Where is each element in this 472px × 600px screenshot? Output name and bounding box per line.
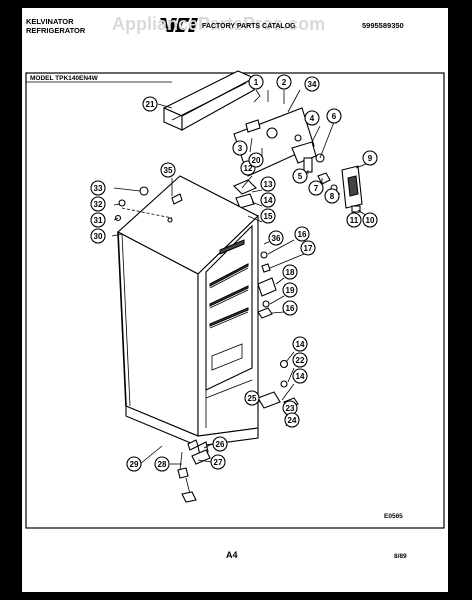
callout-29: 29	[126, 456, 142, 472]
callout-4: 4	[304, 110, 320, 126]
svg-text:20: 20	[252, 156, 261, 165]
callout-8: 8	[324, 188, 340, 204]
callout-32: 32	[90, 196, 106, 212]
page-number: A4	[226, 550, 238, 560]
callout-25: 25	[244, 390, 260, 406]
svg-text:26: 26	[216, 440, 225, 449]
svg-text:28: 28	[158, 460, 167, 469]
svg-text:7: 7	[314, 184, 319, 193]
brand-line-2: REFRIGERATOR	[26, 26, 86, 35]
callout-30: 30	[90, 228, 106, 244]
svg-text:21: 21	[146, 100, 155, 109]
svg-text:14: 14	[296, 372, 305, 381]
parts-sheet: KELVINATOR REFRIGERATOR AppliancePartsPr…	[22, 8, 448, 592]
callout-13: 13	[260, 176, 276, 192]
revision-date: 8/89	[394, 553, 407, 560]
callout-7: 7	[308, 180, 324, 196]
hinge-cover-part	[162, 70, 256, 131]
svg-text:11: 11	[350, 216, 359, 225]
callout-31: 31	[90, 212, 106, 228]
callout-28: 28	[154, 456, 170, 472]
svg-text:25: 25	[248, 394, 257, 403]
callout-36: 36	[268, 230, 284, 246]
svg-text:8: 8	[330, 192, 335, 201]
svg-text:24: 24	[288, 416, 297, 425]
svg-text:14: 14	[296, 340, 305, 349]
svg-text:10: 10	[366, 216, 375, 225]
exploded-parts-diagram: KELVINATOR REFRIGERATOR AppliancePartsPr…	[25, 14, 445, 560]
cabinet-shell	[117, 175, 259, 447]
catalog-title: FACTORY PARTS CATALOG	[202, 23, 296, 30]
svg-text:4: 4	[310, 114, 315, 123]
svg-text:34: 34	[308, 80, 317, 89]
svg-text:22: 22	[296, 356, 305, 365]
svg-text:27: 27	[214, 458, 223, 467]
catalog-number: 5995589350	[362, 21, 404, 30]
figure-code: E0565	[384, 513, 403, 520]
callout-9: 9	[362, 150, 378, 166]
callout-20: 20	[248, 152, 264, 168]
callout-26: 26	[212, 436, 228, 452]
callout-2: 2	[276, 74, 292, 90]
callout-35: 35	[160, 162, 176, 178]
callout-5: 5	[292, 168, 308, 184]
callout-10: 10	[362, 212, 378, 228]
callout-6: 6	[326, 108, 342, 124]
callout-24: 24	[284, 412, 300, 428]
svg-text:9: 9	[368, 154, 373, 163]
callout-14: 14	[260, 192, 276, 208]
svg-text:18: 18	[286, 268, 295, 277]
brand-line-1: KELVINATOR	[26, 17, 74, 26]
callout-33: 33	[90, 180, 106, 196]
callout-3: 3	[232, 140, 248, 156]
svg-text:19: 19	[286, 286, 295, 295]
svg-text:35: 35	[164, 166, 173, 175]
watermark: AppliancePartsPros.com	[112, 14, 325, 34]
svg-text:33: 33	[94, 184, 103, 193]
callout-19: 19	[282, 282, 298, 298]
callout-16: 16	[294, 226, 310, 242]
callout-1: 1	[248, 74, 264, 90]
svg-text:6: 6	[332, 112, 337, 121]
callout-22: 22	[292, 352, 308, 368]
callout-16-4: 16	[282, 300, 298, 316]
svg-text:14: 14	[264, 196, 273, 205]
svg-text:3: 3	[238, 144, 243, 153]
callout-17: 17	[300, 240, 316, 256]
svg-text:36: 36	[272, 234, 281, 243]
callout-11: 11	[346, 212, 362, 228]
svg-text:16: 16	[298, 230, 307, 239]
svg-text:23: 23	[286, 404, 295, 413]
callout-27: 27	[210, 454, 226, 470]
svg-text:31: 31	[94, 216, 103, 225]
callout-14-3: 14	[292, 368, 308, 384]
leveling-legs	[177, 439, 211, 503]
svg-text:17: 17	[304, 244, 313, 253]
callout-15: 15	[260, 208, 276, 224]
callout-34: 34	[304, 76, 320, 92]
svg-text:5: 5	[298, 172, 303, 181]
svg-text:12: 12	[244, 164, 253, 173]
wci-logo	[160, 18, 198, 32]
callout-18: 18	[282, 264, 298, 280]
svg-text:13: 13	[264, 180, 273, 189]
svg-text:29: 29	[130, 460, 139, 469]
callout-21: 21	[142, 96, 158, 112]
svg-text:15: 15	[264, 212, 273, 221]
svg-text:1: 1	[254, 78, 259, 87]
right-side-parts	[257, 251, 277, 319]
svg-text:32: 32	[94, 200, 103, 209]
svg-text:16: 16	[286, 304, 295, 313]
light-bracket-part	[330, 165, 363, 213]
svg-text:2: 2	[282, 78, 287, 87]
callout-14-2: 14	[292, 336, 308, 352]
svg-text:30: 30	[94, 232, 103, 241]
model-label: MODEL TPK140EN4W	[30, 75, 99, 82]
